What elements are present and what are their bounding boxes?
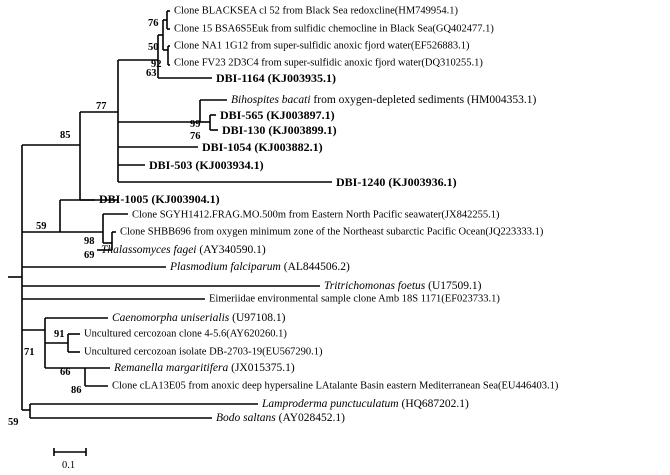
bootstrap-71: 71 (24, 347, 35, 358)
leaf-dbi1240: DBI-1240 (KJ003936.1) (336, 175, 457, 189)
bootstrap-values: 76 50 92 63 77 85 99 76 59 98 69 91 71 6… (8, 18, 201, 428)
tree-branches (8, 10, 332, 419)
caeno-name: Caenomorpha uniserialis (112, 312, 230, 324)
bootstrap-63: 63 (146, 68, 157, 79)
bootstrap-98: 98 (84, 236, 95, 247)
leaf-dbi1005: DBI-1005 (KJ003904.1) (99, 192, 220, 206)
leaf-labels: Clone BLACKSEA cl 52 from Black Sea redo… (84, 5, 559, 423)
bodo-rest: (AY028452.1) (276, 412, 345, 424)
leaf-blacksea: Clone BLACKSEA cl 52 from Black Sea redo… (174, 5, 459, 16)
leaf-dbi503: DBI-503 (KJ003934.1) (149, 158, 264, 172)
bootstrap-76-b: 76 (190, 131, 201, 142)
leaf-bihospites: Bihospites bacati from oxygen-depleted s… (231, 94, 537, 106)
leaf-remanella: Remanella margaritifera (JX015375.1) (113, 362, 295, 374)
leaf-lamproderma: Lamproderma punctuculatum (HQ687202.1) (261, 398, 469, 410)
leaf-bsa6s5: Clone 15 BSA6S5Euk from sulfidic chemocl… (174, 23, 494, 34)
leaf-cercozoan-isolate: Uncultured cercozoan isolate DB-2703-19(… (84, 346, 323, 357)
lampro-name: Lamproderma punctuculatum (261, 398, 399, 410)
bodo-name: Bodo saltans (216, 412, 276, 424)
tritri-rest: (U17509.1) (425, 280, 481, 292)
tritri-name: Tritrichomonas foetus (324, 280, 426, 292)
bihospites-name: Bihospites bacati (231, 94, 311, 106)
leaf-cercozoan-clone: Uncultured cercozoan clone 4-5.6(AY62026… (84, 328, 287, 339)
remanella-name: Remanella margaritifera (113, 362, 228, 374)
plasmo-name: Plasmodium falciparum (169, 261, 281, 273)
bihospites-rest: from oxygen-depleted sediments (HM004353… (311, 94, 537, 106)
caeno-rest: (U97108.1) (229, 312, 285, 324)
remanella-rest: (JX015375.1) (228, 362, 295, 374)
leaf-plasmodium: Plasmodium falciparum (AL844506.2) (169, 261, 350, 273)
bootstrap-66: 66 (60, 367, 71, 378)
leaf-dbi1164: DBI-1164 (KJ003935.1) (216, 71, 336, 85)
bootstrap-59-a: 59 (36, 221, 47, 232)
lampro-rest: (HQ687202.1) (399, 398, 469, 410)
leaf-tritrichomonas: Tritrichomonas foetus (U17509.1) (324, 280, 482, 292)
leaf-dbi130: DBI-130 (KJ003899.1) (222, 123, 337, 137)
bootstrap-59-b: 59 (8, 417, 19, 428)
bootstrap-86: 86 (71, 385, 82, 396)
leaf-caenomorpha: Caenomorpha uniserialis (U97108.1) (112, 312, 286, 324)
thalasso-name: Thalassomyces fagei (101, 244, 197, 256)
leaf-dbi1054: DBI-1054 (KJ003882.1) (202, 140, 323, 154)
bootstrap-69: 69 (84, 250, 95, 261)
bootstrap-92: 92 (151, 59, 162, 70)
leaf-na1: Clone NA1 1G12 from super-sulfidic anoxi… (174, 40, 470, 51)
leaf-dbi565: DBI-565 (KJ003897.1) (220, 108, 335, 122)
leaf-fv23: Clone FV23 2D3C4 from super-sulfidic ano… (174, 57, 483, 68)
bootstrap-50: 50 (148, 42, 159, 53)
bootstrap-76-a: 76 (148, 18, 159, 29)
thalasso-rest: (AY340590.1) (197, 244, 266, 256)
bootstrap-91: 91 (54, 329, 65, 340)
leaf-cla13e05: Clone cLA13E05 from anoxic deep hypersal… (112, 380, 559, 391)
bootstrap-99: 99 (190, 119, 201, 130)
plasmo-rest: (AL844506.2) (281, 261, 350, 273)
leaf-shbb: Clone SHBB696 from oxygen minimum zone o… (120, 226, 544, 237)
leaf-bodo: Bodo saltans (AY028452.1) (216, 412, 345, 424)
bootstrap-77: 77 (96, 101, 107, 112)
leaf-sgyh: Clone SGYH1412.FRAG.MO.500m from Eastern… (132, 209, 500, 220)
scale-bar: 0.1 (53, 448, 87, 471)
leaf-thalassomyces: Thalassomyces fagei (AY340590.1) (101, 244, 266, 256)
leaf-eimeriidae: Eimeriidae environmental sample clone Am… (209, 293, 500, 304)
scale-bar-label: 0.1 (62, 460, 75, 471)
bootstrap-85: 85 (60, 130, 71, 141)
